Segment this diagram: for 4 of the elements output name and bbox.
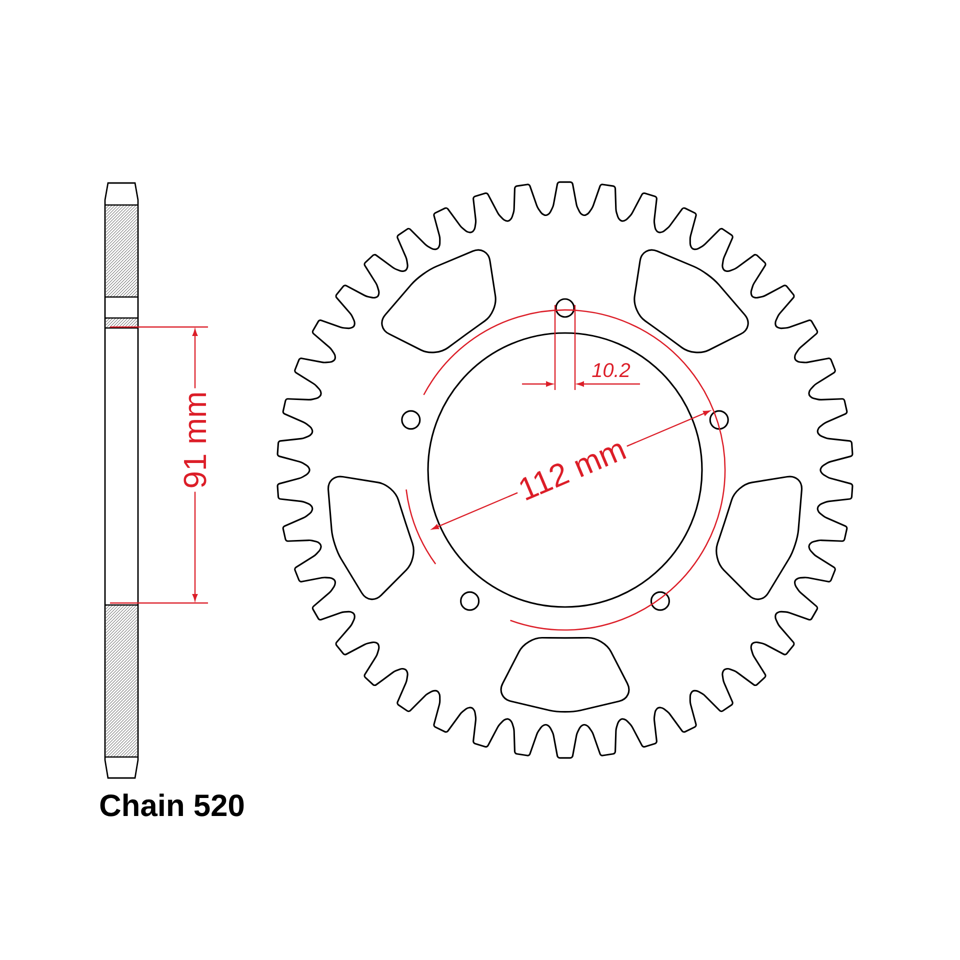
dimension-label: 112 mm (512, 432, 632, 506)
caption-text: Chain 520 (100, 794, 244, 816)
dimension-label: 91 mm (180, 388, 210, 492)
dimension-label: 10.2 (592, 363, 630, 378)
